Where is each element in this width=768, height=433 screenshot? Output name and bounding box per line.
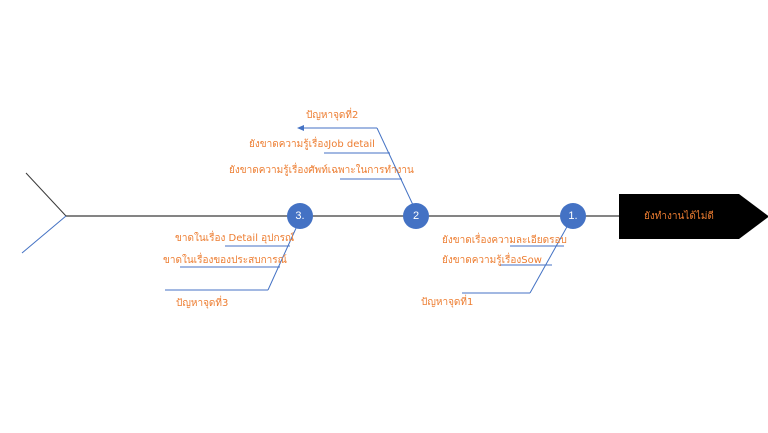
branch3-cause2-label: ขาดในเรื่องของประสบการณ์ [163,255,287,266]
node-3-circle: 3. [287,203,313,229]
effect-label: ยังทำงานได้ไม่ดี [644,211,714,222]
tail-lower-line [21,215,67,254]
node-2-circle: 2 [403,203,429,229]
node-1-label: 1. [568,210,578,222]
branch3-cause1-label: ขาดในเรื่อง Detail อุปกรณ์ [175,233,295,244]
tail-upper-line [25,172,67,217]
branch1-title-label: ปัญหาจุดที่1 [421,297,474,308]
branch3-bone [267,225,298,291]
branch1-cause2-label: ยังขาดความรู้เรื่องSow [442,255,542,266]
branch2-cause1-label: ยังขาดความรู้เรื่องJob detail [249,139,375,150]
branch1-cause1-label: ยังขาดเรื่องความละเอียดรอบ [442,235,567,246]
branch2-bone [376,127,414,206]
branch1-bone [529,215,574,294]
branch3-title-label: ปัญหาจุดที่3 [176,298,229,309]
node-1-circle: 1. [560,203,586,229]
branch2-arrowhead [297,125,304,131]
node-3-label: 3. [295,210,305,222]
branch2-title-label: ปัญหาจุดที่2 [306,110,359,121]
branch2-cause2-label: ยังขาดความรู้เรื่องศัพท์เฉพาะในการทำงาน [229,165,414,176]
fish-head-effect: ยังทำงานได้ไม่ดี [619,194,768,239]
node-2-label: 2 [412,210,420,222]
